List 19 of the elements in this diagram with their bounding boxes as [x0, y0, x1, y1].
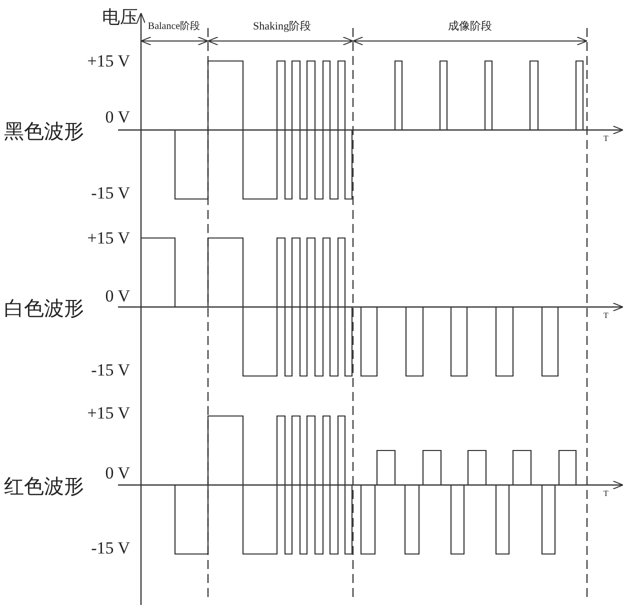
waveform-label: 黑色波形	[4, 122, 84, 142]
phase-label: Balance阶段	[148, 22, 200, 32]
axis-label: T	[604, 490, 608, 498]
voltage-label: +15 V	[87, 404, 130, 422]
voltage-label: -15 V	[91, 540, 130, 556]
voltage-label: -15 V	[91, 184, 130, 202]
waveform-label: 白色波形	[4, 299, 84, 319]
voltage-label: 0 V	[105, 288, 130, 304]
voltage-label: +15 V	[87, 52, 130, 70]
voltage-label: -15 V	[91, 362, 130, 378]
voltage-label: +15 V	[87, 230, 130, 246]
axis-label: T	[604, 312, 608, 320]
axis-label: 电压	[102, 8, 138, 26]
axis-label: T	[604, 135, 608, 143]
voltage-label: 0 V	[105, 464, 130, 482]
waveform-label: 红色波形	[4, 477, 84, 497]
phase-label: 成像阶段	[448, 22, 492, 32]
phase-label: Shaking阶段	[252, 22, 312, 32]
voltage-label: 0 V	[105, 108, 130, 126]
